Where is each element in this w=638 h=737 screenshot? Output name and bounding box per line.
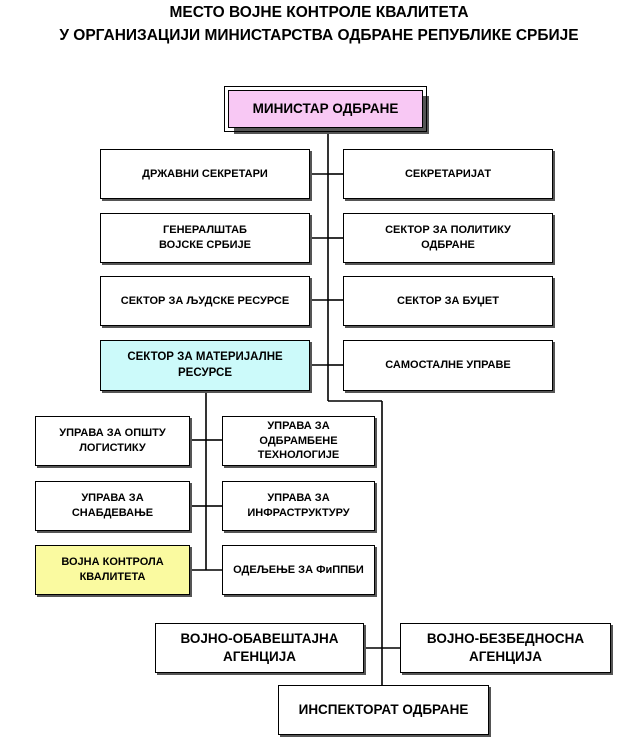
node-state-secretaries: ДРЖАВНИ СЕКРЕТАРИ: [100, 149, 310, 199]
node-inspectorate: ИНСПЕКТОРАТ ОДБРАНЕ: [278, 685, 489, 735]
node-human-resources: СЕКТОР ЗА ЉУДСКЕ РЕСУРСЕ: [100, 276, 310, 326]
node-defence-policy: СЕКТОР ЗА ПОЛИТИКУ ОДБРАНЕ: [343, 213, 553, 263]
node-infrastructure: УПРАВА ЗА ИНФРАСТРУКТУРУ: [222, 481, 375, 531]
node-secretariat: СЕКРЕТАРИЈАТ: [343, 149, 553, 199]
node-minister: МИНИСТАР ОДБРАНЕ: [224, 86, 427, 132]
node-defence-technologies: УПРАВА ЗА ОДБРАМБЕНЕ ТЕХНОЛОГИЈЕ: [222, 416, 375, 466]
node-quality-control: ВОЈНА КОНТРОЛА КВАЛИТЕТА: [35, 545, 190, 595]
node-budget: СЕКТОР ЗА БУЏЕТ: [343, 276, 553, 326]
node-supply: УПРАВА ЗА СНАБДЕВАЊЕ: [35, 481, 190, 531]
node-security-agency: ВОЈНО-БЕЗБЕДНОСНА АГЕНЦИЈА: [400, 623, 611, 673]
node-general-logistics: УПРАВА ЗА ОПШТУ ЛОГИСТИКУ: [35, 416, 190, 466]
node-material-resources: СЕКТОР ЗА МАТЕРИЈАЛНЕ РЕСУРСЕ: [100, 340, 310, 391]
node-intelligence-agency: ВОЈНО-ОБАВЕШТАЈНА АГЕНЦИЈА: [155, 623, 364, 673]
diagram-title-line-1: МЕСТО ВОЈНЕ КОНТРОЛЕ КВАЛИТЕТА: [169, 4, 469, 21]
node-independent-directorates: САМОСТАЛНЕ УПРАВЕ: [343, 340, 553, 391]
node-general-staff: ГЕНЕРАЛШТАБ ВОЈСКЕ СРБИЈЕ: [100, 213, 310, 263]
node-fippbi: ОДЕЉЕЊЕ ЗА ФиППБИ: [222, 545, 375, 595]
diagram-title-line-2: У ОРГАНИЗАЦИЈИ МИНИСТАРСТВА ОДБРАНЕ РЕПУ…: [59, 27, 579, 44]
